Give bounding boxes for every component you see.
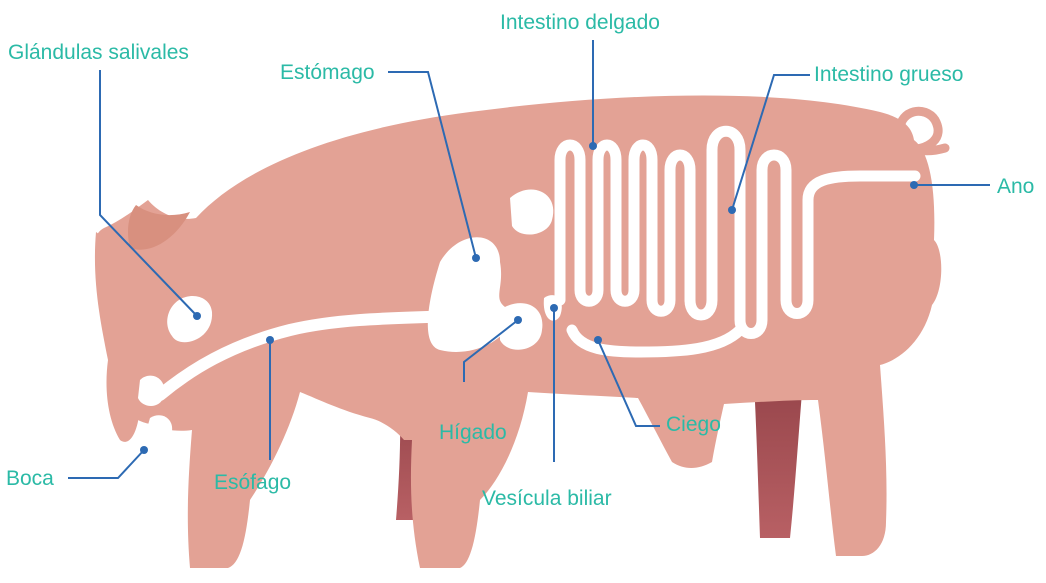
dot-boca [140,446,148,454]
dot-int-delgado [589,142,597,150]
dot-vesicula [550,304,558,312]
dot-int-grueso [728,206,736,214]
label-glandulas-salivales: Glándulas salivales [8,42,189,63]
label-intestino-grueso: Intestino grueso [814,64,963,85]
dot-estomago [472,254,480,262]
mouth-lobe-2 [146,415,172,444]
dot-ciego [594,336,602,344]
label-higado: Hígado [439,422,507,443]
label-boca: Boca [6,468,54,489]
liver [500,303,542,350]
stomach-lobe [510,189,553,234]
dot-glandulas [193,312,201,320]
dot-esofago [266,336,274,344]
dot-ano [910,181,918,189]
label-vesicula-biliar: Vesícula biliar [482,488,612,509]
leader-boca [68,450,144,478]
label-ciego: Ciego [666,414,721,435]
label-estomago: Estómago [280,62,375,83]
label-ano: Ano [997,176,1034,197]
dot-higado [514,316,522,324]
label-esofago: Esófago [214,472,291,493]
label-intestino-delgado: Intestino delgado [500,12,660,33]
